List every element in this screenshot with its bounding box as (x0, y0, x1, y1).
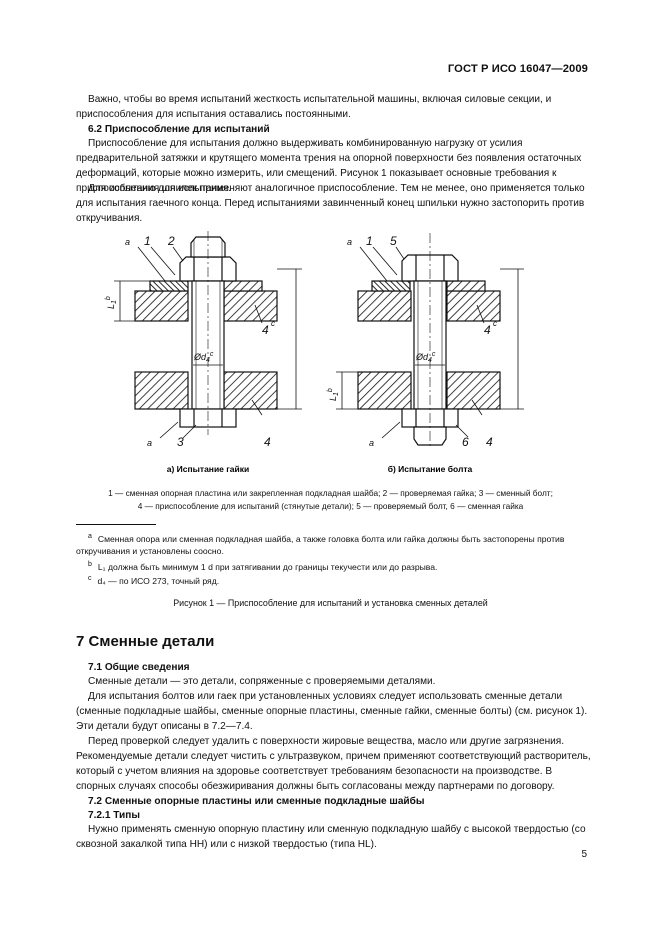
left-dim-d: Ød (193, 352, 207, 362)
left-dim-L-sup: b (105, 296, 112, 300)
right-label-1: 1 (366, 234, 373, 248)
left-label-2: 2 (167, 234, 175, 248)
page-number: 5 (581, 849, 587, 860)
section-7-1-title: 7.1 Общие сведения (88, 662, 190, 673)
svg-text:L1b: L1b (327, 388, 340, 401)
right-label-a-top: a (347, 237, 352, 247)
right-label-6: 6 (462, 435, 469, 449)
footnote-c: c d₄ — по ИСО 273, точный ряд. (76, 573, 592, 587)
footnote-a-mark: a (88, 533, 92, 540)
left-label-4-mid: 4 (262, 323, 269, 337)
left-dim-L: L (106, 304, 116, 309)
right-dim-d-sub: 4 (428, 357, 432, 364)
footnote-b-text: L₁ должна быть минимум 1 d при затягиван… (97, 561, 438, 572)
right-label-a-bot: a (369, 438, 374, 448)
figure-title: Рисунок 1 — Приспособление для испытаний… (173, 598, 488, 608)
footnote-b: b L₁ должна быть минимум 1 d при затягива… (76, 559, 592, 573)
section-7-1-paragraph-1: Сменные детали — это детали, сопряженные… (88, 676, 436, 687)
footnote-separator (76, 524, 156, 525)
left-label-sup-c: c (271, 319, 275, 328)
svg-text:Ød4c: Ød4c (193, 351, 214, 364)
left-label-4-bot: 4 (264, 435, 271, 449)
nut-test-assembly (134, 231, 278, 435)
bolt-test-assembly (357, 233, 501, 449)
section-7-1-paragraph-2: Для испытания болтов или гаек при устано… (76, 691, 588, 732)
right-dim-d: Ød (415, 352, 429, 362)
test-fixture-figure: a 1 2 4 c 3 4 a L1b Ød4c а) Испытание га… (105, 231, 524, 474)
section-6-2-title: 6.2 Приспособление для испытаний (88, 124, 270, 135)
section-7-2-1-title: 7.2.1 Типы (88, 810, 140, 821)
section-7-2-title: 7.2 Сменные опорные пластины или сменные… (88, 796, 425, 807)
document-header: ГОСТ Р ИСО 16047—2009 (447, 63, 588, 75)
left-dim-d-sub: 4 (206, 357, 210, 364)
left-figure-caption: а) Испытание гайки (167, 464, 249, 474)
left-label-1: 1 (144, 234, 151, 248)
right-dim-L: L (328, 396, 338, 401)
section-6-2-paragraph-1: Приспособление для испытания должно выде… (76, 138, 582, 194)
right-label-5: 5 (390, 234, 397, 248)
svg-text:Ød4c: Ød4c (415, 351, 436, 364)
left-label-3: 3 (177, 435, 184, 449)
section-7-2-1-paragraph: Нужно применять сменную опорную пластину… (76, 824, 586, 850)
right-label-4-mid: 4 (484, 323, 491, 337)
footnote-c-text: d₄ — по ИСО 273, точный ряд. (97, 575, 220, 586)
figure-legend-line-2: 4 — приспособление для испытаний (стянут… (137, 501, 524, 511)
footnote-a-text: Сменная опора или сменная подкладная шай… (76, 533, 565, 556)
section-7-1-paragraph-3: Перед проверкой следует удалить с поверх… (76, 736, 591, 792)
right-label-sup-c: c (493, 319, 497, 328)
right-label-4-bot: 4 (486, 435, 493, 449)
intro-paragraph: Важно, чтобы во время испытаний жесткост… (76, 94, 552, 120)
left-label-a-bot: a (147, 438, 152, 448)
right-dim-d-sup: c (432, 351, 436, 358)
left-label-a-top: a (125, 237, 130, 247)
right-dim-L-sub: 1 (333, 392, 340, 396)
svg-text:L1b: L1b (105, 296, 118, 309)
footnote-c-mark: c (88, 575, 92, 582)
section-7-title: 7 Сменные детали (76, 633, 215, 650)
figure-legend-line-1: 1 — сменная опорная пластина или закрепл… (108, 488, 553, 498)
right-figure-caption: б) Испытание болта (388, 464, 473, 474)
footnote-b-mark: b (88, 561, 92, 568)
left-dim-d-sup: c (210, 351, 214, 358)
left-dim-L-sub: 1 (111, 300, 118, 304)
right-dim-L-sup: b (327, 388, 334, 392)
section-6-2-paragraph-2: Для испытания шпилек применяют аналогичн… (76, 183, 585, 224)
